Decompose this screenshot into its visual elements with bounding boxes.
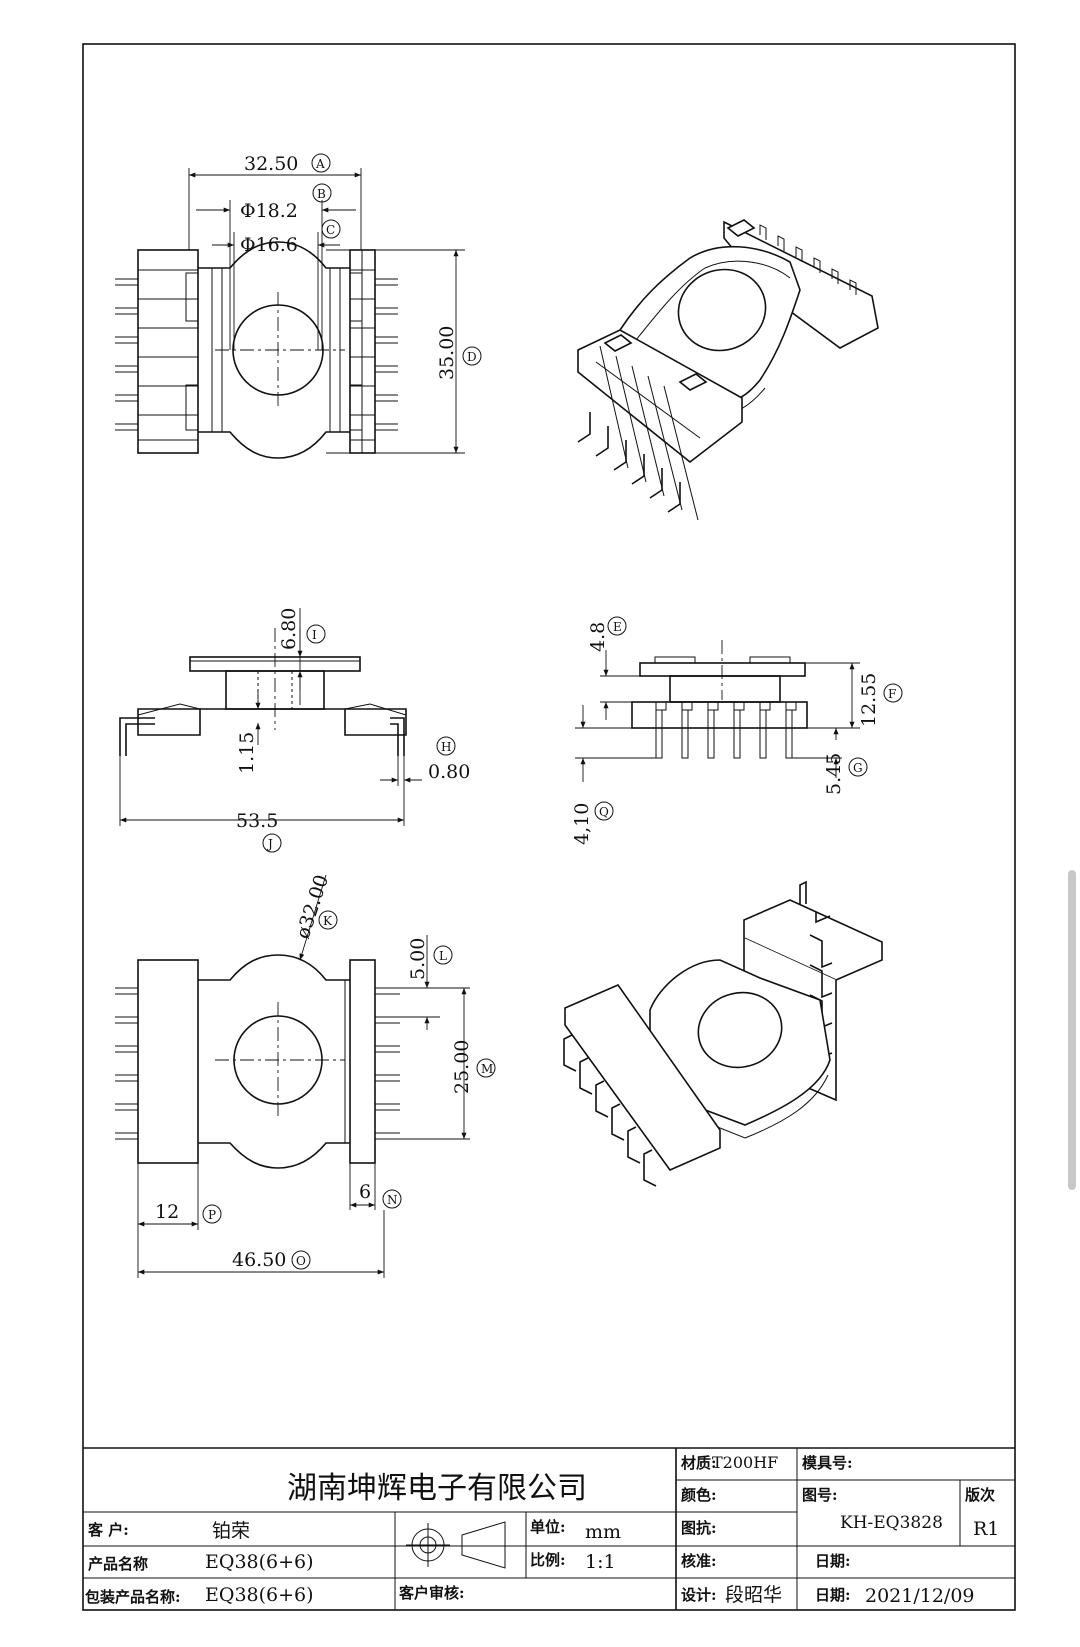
ref-i: I: [312, 628, 317, 642]
customer-value: 铂荣: [212, 1520, 250, 1542]
drafter-label: 图抗:: [681, 1519, 717, 1537]
dim-bottom-width: 46.50: [232, 1249, 286, 1271]
ref-f: F: [888, 687, 896, 701]
ref-m: M: [481, 1062, 493, 1076]
projection-symbol: [406, 1521, 506, 1569]
date-label-2: 日期:: [815, 1586, 851, 1604]
material-value: T200HF: [712, 1453, 778, 1472]
dim-outer-dia: Φ18.2: [240, 200, 298, 222]
drawing-no-label: 图号:: [802, 1486, 838, 1504]
package-label: 包装产品名称:: [85, 1588, 181, 1606]
ref-j: J: [266, 837, 273, 851]
designer-label: 设计:: [681, 1586, 717, 1604]
ref-g: G: [853, 761, 863, 775]
dim-pin-width: 0.80: [428, 761, 470, 783]
ref-n: N: [387, 1193, 398, 1207]
ref-h: H: [441, 740, 451, 754]
ref-q: Q: [599, 805, 609, 819]
isometric-bottom-view: [563, 880, 883, 1187]
ref-a: A: [315, 157, 325, 171]
customer-label: 客 户:: [87, 1521, 129, 1539]
mold-label: 模具号:: [802, 1454, 853, 1472]
dim-pin-span: 25.00: [451, 1040, 473, 1094]
designer-value: 段昭华: [725, 1584, 782, 1606]
dim-rail-offset: 12: [155, 1201, 179, 1223]
company-name: 湖南坤辉电子有限公司: [287, 1471, 587, 1506]
top-view: 32.50 A Φ18.2 B Φ16.6 C 35.00 D: [115, 153, 482, 459]
unit-label: 单位:: [530, 1518, 566, 1536]
scale-value: 1:1: [585, 1551, 616, 1573]
dim-pin-pitch: 5.00: [407, 938, 429, 980]
ref-l: L: [439, 949, 447, 963]
dim-flange-thickness: 6.80: [278, 608, 300, 650]
scrollbar[interactable]: [1068, 870, 1076, 1190]
version-value: R1: [973, 1518, 999, 1540]
dim-top-width: 32.50: [244, 153, 298, 175]
dim-pin-length: 5.45: [823, 753, 845, 795]
dim-pin-drop: 4,10: [571, 803, 593, 845]
side-view: 6.80 I 1.15 0.80 H 53.5 J: [119, 608, 470, 853]
dim-flange-dia: ø32.00: [292, 872, 333, 941]
ref-p: P: [208, 1208, 216, 1222]
package-value: EQ38(6+6): [205, 1584, 314, 1606]
version-label: 版次: [965, 1486, 995, 1504]
drawing-border: [82, 43, 1016, 1611]
dim-base-offset: 1.15: [236, 732, 258, 774]
scale-label: 比例:: [530, 1551, 566, 1569]
product-value: EQ38(6+6): [205, 1551, 314, 1573]
dim-inner-dia: Φ16.6: [240, 234, 298, 256]
dim-overall-width: 53.5: [236, 810, 278, 832]
front-view: 4.8 E 12.55 F 5.45 G 4,10 Q: [571, 616, 903, 845]
title-block: 湖南坤辉电子有限公司 客 户: 铂荣 产品名称 EQ38(6+6) 包装产品名称…: [83, 1447, 1015, 1610]
isometric-top-view: [577, 219, 879, 521]
unit-value: mm: [585, 1521, 621, 1543]
dim-top-step: 4.8: [587, 622, 609, 652]
date-value: 2021/12/09: [865, 1585, 975, 1607]
ref-d: D: [467, 350, 477, 364]
dim-overall-height: 12.55: [858, 673, 880, 727]
ref-o: O: [296, 1254, 306, 1268]
ref-b: B: [317, 187, 326, 201]
ref-e: E: [613, 620, 622, 634]
material-label: 材质:: [681, 1454, 717, 1472]
ref-c: C: [326, 223, 335, 237]
product-label: 产品名称: [88, 1555, 148, 1573]
dim-rail-width: 6: [359, 1181, 371, 1203]
ref-k: K: [323, 914, 333, 928]
date-label-1: 日期:: [815, 1552, 851, 1570]
checker-label: 核准:: [681, 1552, 717, 1570]
bottom-view: ø32.00 K 5.00 L 25.00 M 6 N 12 P 46.50: [115, 872, 496, 1278]
customer-review-label: 客户审核:: [398, 1584, 465, 1602]
drawing-no-value: KH-EQ3828: [840, 1513, 943, 1533]
color-label: 颜色:: [681, 1486, 717, 1504]
dim-top-height: 35.00: [436, 326, 458, 380]
